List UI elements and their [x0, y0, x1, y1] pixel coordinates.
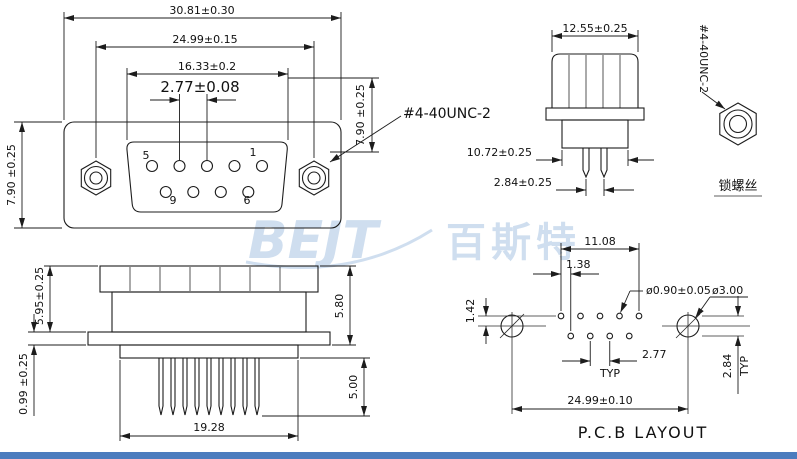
dim-shell-width: 16.33±0.2	[126, 60, 289, 140]
pin-label-5: 5	[143, 149, 150, 162]
dim-side-width-text: 12.55±0.25	[562, 22, 627, 35]
dim-side-width: 12.55±0.25	[551, 22, 639, 52]
thread-callout: #4-40UNC-2	[329, 106, 491, 163]
dim-row-spacing-text: 2.84	[721, 354, 734, 379]
watermark-latin: BEJT	[248, 211, 382, 271]
lock-screw-view: #4-40UNC-2 锁螺丝	[697, 24, 762, 197]
dim-height-right: 7.90 ±0.25	[288, 77, 379, 153]
thread-callout-text: #4-40UNC-2	[403, 106, 491, 122]
footer-bar	[0, 452, 797, 459]
flange-outline	[63, 121, 342, 229]
nut-inner-circle	[728, 114, 748, 134]
profile-view: 5.95±0.25 0.99 ±0.25 5.80 5.00 19.28	[17, 265, 370, 441]
pin-holes-bottom-row	[567, 332, 633, 340]
dim-top-row-span: 11.08	[560, 235, 640, 311]
dim-height-left: 7.90 ±0.25	[5, 121, 62, 229]
dim-pin-pitch: 2.77 TYP	[562, 341, 667, 380]
callout-mount-hole: ø3.00	[695, 284, 748, 318]
solder-pins	[158, 357, 260, 416]
dim-lower-body-width-text: 19.28	[193, 421, 225, 434]
watermark: BEJT 百斯特	[245, 211, 581, 271]
knob-outline	[551, 53, 639, 109]
dim-mount-spacing: 24.99±0.10	[512, 394, 688, 412]
dim-shell-height-text: 5.95±0.25	[33, 267, 46, 325]
nut-thread-callout-text: #4-40UNC-2	[697, 24, 710, 93]
pin-holes-top-row	[557, 312, 643, 320]
dim-insulator-height: 5.80	[320, 265, 356, 346]
pin-label-9: 9	[170, 194, 177, 207]
callout-pin-hole-text: ø0.90±0.05	[646, 284, 711, 297]
shell-band-ridges	[129, 267, 281, 291]
callout-pin-hole: ø0.90±0.05	[620, 284, 711, 313]
dim-lower-body-width: 19.28	[119, 360, 299, 441]
dim-mount-spacing: 24.99±0.15	[95, 33, 315, 158]
dim-row-spacing: 2.84 TYP	[702, 296, 751, 394]
dim-row-offset-text: 1.38	[566, 258, 591, 271]
dim-row-offset: 1.38	[533, 258, 599, 331]
dim-mount-spacing-text: 24.99±0.15	[172, 33, 237, 46]
knob-ridges	[568, 55, 621, 108]
pins-bottom-row	[159, 185, 255, 199]
body-outline	[561, 119, 629, 149]
dim-side-body-width-text: 10.72±0.25	[467, 146, 532, 159]
dim-mount-spacing-text: 24.99±0.10	[567, 394, 632, 407]
dim-pin-length-text: 5.00	[347, 375, 360, 400]
dim-flange-thickness-text: 0.99 ±0.25	[17, 353, 30, 415]
dim-flange-thickness: 0.99 ±0.25	[17, 314, 86, 416]
dim-side-pin-rows-text: 2.84±0.25	[494, 176, 552, 189]
dim-insulator-height-text: 5.80	[333, 294, 346, 319]
dim-shell-width-text: 16.33±0.2	[178, 60, 236, 73]
dim-top-row-span-text: 11.08	[584, 235, 616, 248]
dim-side-body-width: 10.72±0.25	[467, 146, 654, 166]
right-mount-nut	[298, 160, 330, 196]
pin-rear	[600, 147, 608, 179]
pin-label-6: 6	[244, 194, 251, 207]
dim-pin-pitch: 2.77±0.08	[150, 78, 240, 160]
pin-label-1: 1	[250, 146, 257, 159]
nut-leader-line	[701, 91, 726, 110]
dim-height-left-text: 7.90 ±0.25	[5, 144, 18, 206]
callout-mount-hole-text: ø3.00	[712, 284, 743, 297]
dim-side-pin-rows: 2.84±0.25	[494, 176, 634, 196]
nut-outer-circle	[723, 109, 753, 139]
pcb-layout: 11.08 1.38 ø0.90±0.05 ø3.00 1.42	[464, 235, 751, 442]
dim-pin-pitch-text: 2.77	[642, 348, 667, 361]
dim-height-right-text: 7.90 ±0.25	[354, 84, 367, 146]
pins-top-row	[145, 159, 269, 173]
dim-pin-length: 5.00	[262, 357, 370, 417]
dim-pin-pitch-text: 2.77±0.08	[160, 78, 239, 96]
nut-hexagon	[719, 102, 757, 146]
dim-overall-width: 30.81±0.30	[63, 4, 342, 120]
d-shell-outline	[126, 141, 288, 213]
left-mount-nut	[80, 160, 112, 196]
front-view: 5 1 9 6 30.81±0.30 24.99±0.15 16.33±0.2	[5, 4, 491, 229]
typ-pitch-text: TYP	[599, 367, 620, 380]
pcb-layout-title: P.C.B LAYOUT	[578, 423, 709, 442]
dim-vertical-offset-text: 1.42	[464, 299, 477, 324]
dim-overall-width-text: 30.81±0.30	[169, 4, 234, 17]
side-view: 12.55±0.25 10.72±0.25 2.84±0.25	[467, 22, 654, 196]
nut-caption: 锁螺丝	[718, 178, 757, 194]
typ-row-text: TYP	[738, 356, 751, 377]
pin-front	[582, 147, 590, 179]
watermark-cjk: 百斯特	[446, 220, 581, 266]
dim-vertical-offset: 1.42	[464, 298, 556, 344]
